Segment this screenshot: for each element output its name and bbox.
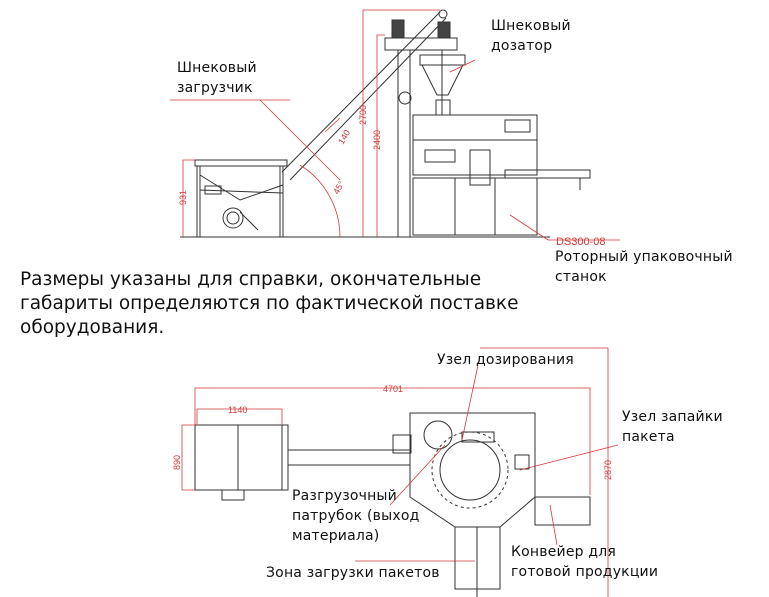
label-discharge: Разгрузочный патрубок (выход материала) [292,486,419,546]
label-line: станок [555,269,607,285]
label-conveyor: Конвейер для готовой продукции [511,542,658,582]
top-dimensions [181,347,619,597]
model-label: DS300-08 [556,236,606,248]
side-dimensions [170,9,620,241]
label-screw-loader: Шнековый загрузчик [177,58,257,98]
dim-2870: 2870 [603,460,613,480]
turntable [439,439,501,501]
screw-conveyor [281,9,448,181]
dim-1140: 1140 [228,405,247,415]
dim-931: 931 [178,190,188,205]
label-line: Шнековый [177,60,257,76]
label-sealing-unit: Узел запайки пакета [622,407,723,447]
output-conveyor-top [534,496,591,526]
conveyor-tube-top [287,449,411,466]
label-screw-doser: Шнековый дозатор [491,16,571,56]
dim-angle: 45° [331,179,347,196]
label-line: Шнековый [491,18,571,34]
rotary-machine-side [412,114,538,236]
dim-140: 140 [336,128,352,146]
label-line: дозатор [491,38,553,54]
label-line: Роторный упаковочный [555,249,733,265]
label-line: загрузчик [177,80,253,96]
label-bag-loading: Зона загрузки пакетов [266,565,440,581]
label-line: готовой продукции [511,564,659,580]
label-line: Узел запайки [622,409,723,425]
label-dosing-unit: Узел дозирования [437,352,574,368]
label-line: пакета [622,429,675,445]
output-conveyor-side [504,169,591,179]
loader-hopper [194,159,288,237]
dim-2700: 2700 [358,105,368,125]
top-platform [384,37,458,51]
dim-890: 890 [172,455,182,470]
doser-motor [437,21,451,39]
top-view [194,412,591,597]
motor [391,19,405,39]
dim-2400: 2400 [372,130,382,150]
label-rotary-machine: Роторный упаковочный станок [555,247,733,287]
doser-cone [419,50,466,116]
label-line: материала) [292,528,380,544]
side-view [180,9,591,238]
dim-4701: 4701 [383,384,403,394]
label-line: Конвейер для [511,544,617,560]
label-line: патрубок (выход [292,508,420,524]
column [397,49,411,238]
machine-frame-top [409,412,536,528]
disclaimer-note: Размеры указаны для справки, окончательн… [20,269,519,338]
label-line: Разгрузочный [292,488,397,504]
